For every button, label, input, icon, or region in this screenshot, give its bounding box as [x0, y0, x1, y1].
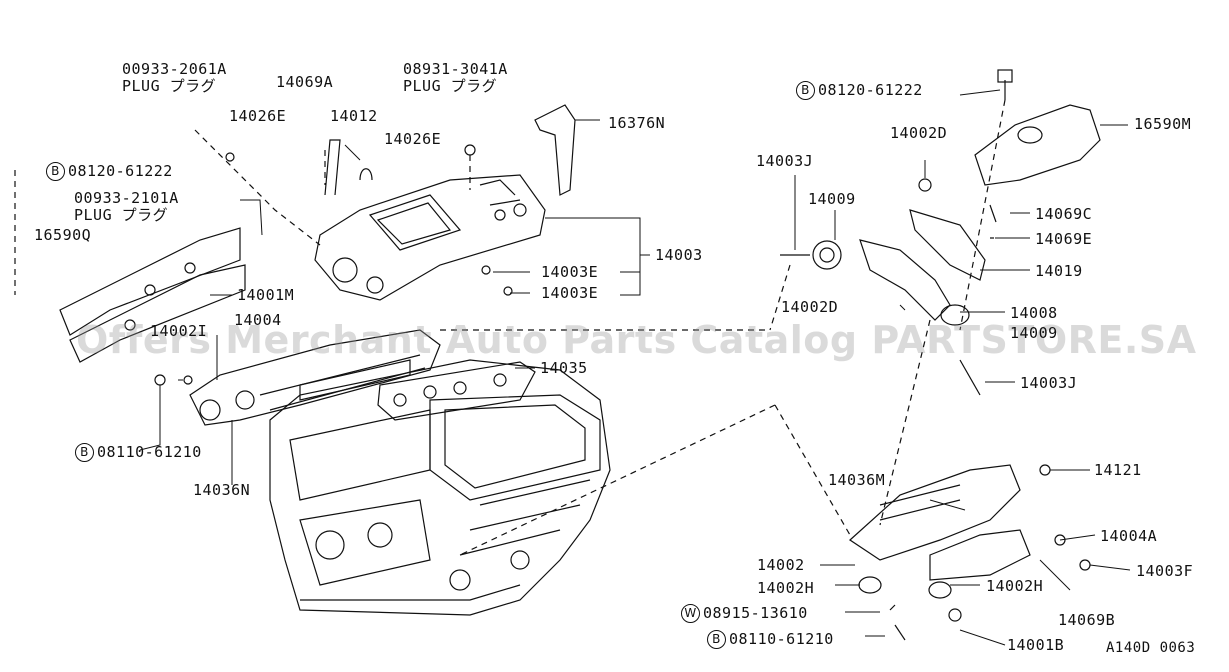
- bolt-badge-icon: B: [796, 81, 815, 100]
- callout-14069a: 14069A: [276, 73, 334, 91]
- diagram-code: A140D 0063: [1106, 640, 1196, 656]
- dashed-guides: [14, 99, 1006, 556]
- callout-plug-3: PLUG プラグ: [74, 206, 169, 224]
- callout-14009-mid: 14009: [1010, 324, 1058, 342]
- callout-08110-61210-right-text: 08110-61210: [729, 630, 834, 648]
- callout-14019: 14019: [1035, 262, 1083, 280]
- callout-14009-top: 14009: [808, 190, 856, 208]
- callout-16376n: 16376N: [608, 114, 666, 132]
- callout-14004a: 14004A: [1100, 527, 1158, 545]
- callout-14036n: 14036N: [193, 481, 251, 499]
- callout-14002h-a: 14002H: [757, 579, 815, 597]
- callout-14026e-a: 14026E: [229, 107, 287, 125]
- callout-08120-61222-right-text: 08120-61222: [818, 81, 923, 99]
- callout-14002h-b: 14002H: [986, 577, 1044, 595]
- callout-14002d-mid: 14002D: [781, 298, 839, 316]
- leader-lines: [139, 89, 1131, 646]
- callout-14002: 14002: [757, 556, 805, 574]
- callout-14001m: 14001M: [237, 286, 295, 304]
- bolt-badge-icon: B: [46, 162, 65, 181]
- callout-plug-2: PLUG プラグ: [403, 77, 498, 95]
- callout-00933-2061a: 00933-2061A: [122, 60, 227, 78]
- bolt-badge-icon: B: [707, 630, 726, 649]
- callout-14069b: 14069B: [1058, 611, 1116, 629]
- callout-08931-3041a: 08931-3041A: [403, 60, 508, 78]
- bolt-badge-icon: B: [75, 443, 94, 462]
- callout-14035: 14035: [540, 359, 588, 377]
- callout-14002d-top: 14002D: [890, 124, 948, 142]
- callout-14008: 14008: [1010, 304, 1058, 322]
- callout-plug-1: PLUG プラグ: [122, 77, 217, 95]
- callout-00933-2101a: 00933-2101A: [74, 189, 179, 207]
- callout-08915-13610-text: 08915-13610: [703, 604, 808, 622]
- washer-badge-icon: W: [681, 604, 700, 623]
- right-exhaust-drawing: [780, 69, 1101, 641]
- callout-14003j-top: 14003J: [756, 152, 814, 170]
- callout-14026e-b: 14026E: [384, 130, 442, 148]
- callout-14012: 14012: [330, 107, 378, 125]
- callout-14003: 14003: [655, 246, 703, 264]
- callout-16590m: 16590M: [1134, 115, 1192, 133]
- engine-block-drawing: [269, 359, 611, 616]
- callout-08110-61210-left-text: 08110-61210: [97, 443, 202, 461]
- callout-14036m: 14036M: [828, 471, 886, 489]
- left-manifold-drawing: [59, 227, 536, 426]
- callout-14069e: 14069E: [1035, 230, 1093, 248]
- callout-14003j-mid: 14003J: [1020, 374, 1078, 392]
- callout-14003f: 14003F: [1136, 562, 1194, 580]
- callout-14069c: 14069C: [1035, 205, 1093, 223]
- callout-08120-61222-left-text: 08120-61222: [68, 162, 173, 180]
- callout-14004: 14004: [234, 311, 282, 329]
- callout-14003e-a: 14003E: [541, 263, 599, 281]
- callout-16590q: 16590Q: [34, 226, 92, 244]
- callout-14003e-b: 14003E: [541, 284, 599, 302]
- watermark-text: Offers Merchant Auto Parts Catalog PARTS…: [76, 318, 1197, 362]
- intake-manifold-drawing: [225, 104, 576, 301]
- callout-14001b: 14001B: [1007, 636, 1065, 654]
- callout-14002i: 14002I: [150, 322, 208, 340]
- callout-14121: 14121: [1094, 461, 1142, 479]
